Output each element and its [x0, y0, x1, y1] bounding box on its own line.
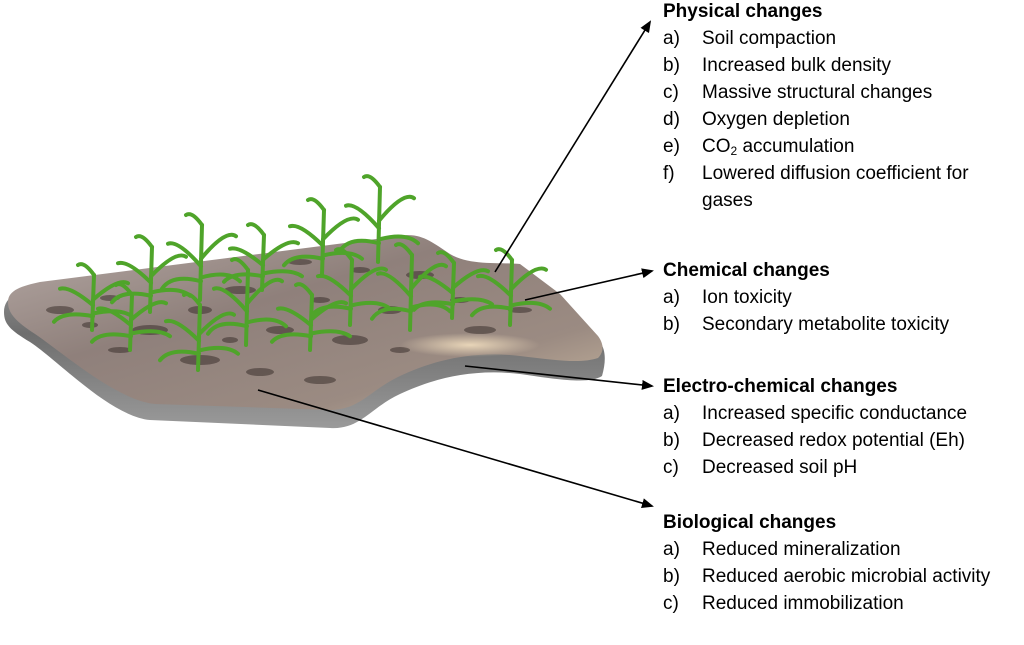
chemical-changes-group: Chemical changes a)Ion toxicity b)Second… — [663, 258, 1023, 338]
seedling — [370, 242, 452, 332]
list-item: a)Soil compaction — [663, 28, 837, 49]
seedling — [338, 174, 420, 264]
seedling — [206, 257, 288, 347]
physical-changes-group: Physical changes a)Soil compaction b)Inc… — [663, 0, 1023, 214]
electro-chemical-changes-group: Electro-chemical changes a)Increased spe… — [663, 374, 1023, 481]
list-item: b)Secondary metabolite toxicity — [663, 314, 950, 335]
list-item: c)Massive structural changes — [663, 82, 933, 103]
list-item: d)Oxygen depletion — [663, 109, 850, 130]
group-title: Electro-chemical changes — [663, 376, 898, 397]
seedling — [412, 250, 494, 320]
list-item: b)Decreased redox potential (Eh) — [663, 430, 965, 451]
seedling — [90, 282, 172, 352]
arrow-biological — [257, 389, 654, 508]
seedling — [282, 197, 364, 277]
group-title: Physical changes — [663, 1, 823, 22]
group-title: Chemical changes — [663, 260, 830, 281]
list-item: b)Increased bulk density — [663, 55, 892, 76]
seedling — [310, 247, 392, 327]
group-title: Biological changes — [663, 512, 837, 533]
biological-changes-group: Biological changes a)Reduced mineralizat… — [663, 510, 1003, 617]
list-item: c)Decreased soil pH — [663, 457, 858, 478]
water-puddle — [400, 333, 540, 357]
seedling — [160, 212, 242, 302]
list-item: a)Reduced mineralization — [663, 539, 901, 560]
seedling — [158, 292, 240, 372]
seedling — [222, 222, 304, 292]
corn-seedlings — [52, 174, 552, 372]
seedling — [470, 247, 552, 327]
list-item: c)Reduced immobilization — [663, 593, 904, 614]
list-item: f)Lowered diffusion coefficient for gase… — [663, 163, 969, 211]
list-item: e)CO2 accumulation — [663, 136, 855, 158]
list-item: a)Ion toxicity — [663, 287, 792, 308]
arrow-electro-chemical — [464, 365, 654, 390]
list-item: b)Reduced aerobic microbial activity — [663, 566, 991, 587]
arrow-physical — [494, 20, 652, 273]
list-item: a)Increased specific conductance — [663, 403, 968, 424]
arrow-chemical — [524, 268, 654, 301]
